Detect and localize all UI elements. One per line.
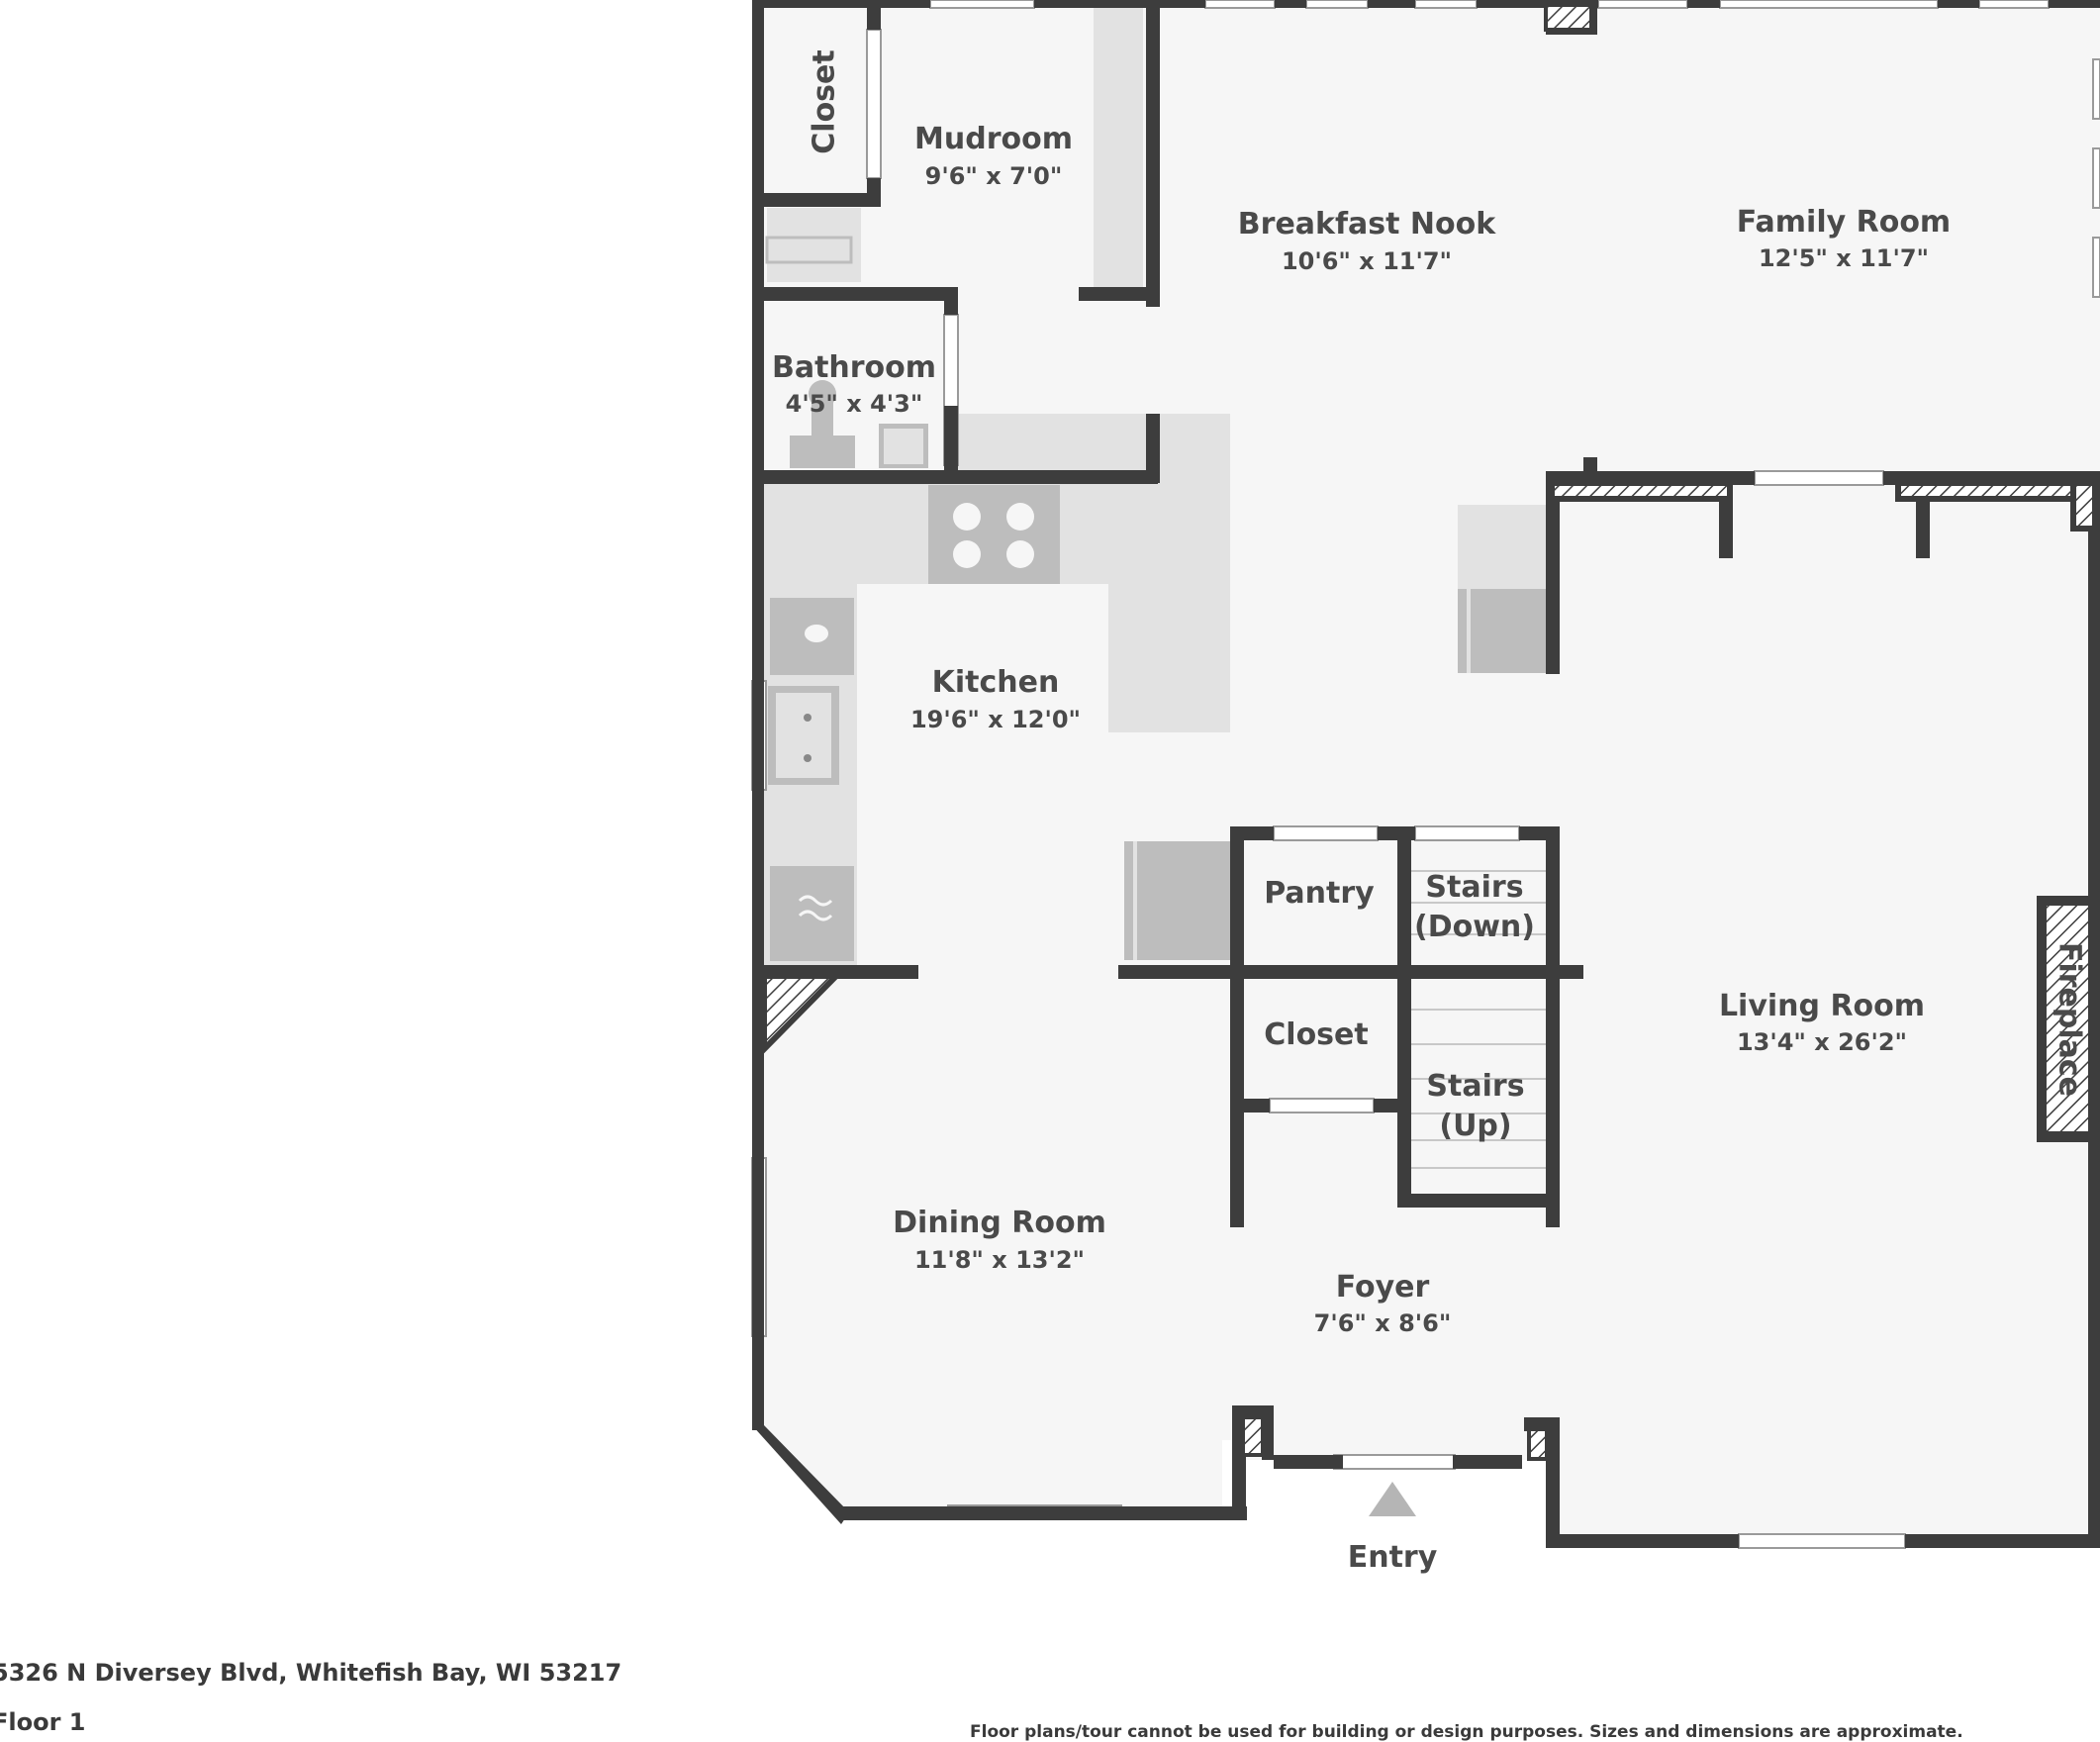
fireplace-label: Fireplace <box>2052 942 2087 1097</box>
closet-top-label: Closet <box>808 49 842 153</box>
stairs-down-sublabel: (Down) <box>1414 910 1535 944</box>
burner-icon <box>1006 503 1034 531</box>
bathroom-label: Bathroom <box>772 350 936 385</box>
kitchen-label: Kitchen <box>932 665 1060 700</box>
entry-label: Entry <box>1348 1540 1438 1575</box>
stove <box>928 485 1060 584</box>
family-room-dims: 12'5" x 11'7" <box>1759 244 1929 272</box>
refrigerator <box>1458 589 1549 673</box>
breakfast-nook-label: Breakfast Nook <box>1238 207 1496 242</box>
burner-icon <box>1006 540 1034 568</box>
kitchen-appliances <box>768 485 1549 961</box>
refrigerator <box>1124 841 1230 960</box>
disclaimer-text: Floor plans/tour cannot be used for buil… <box>970 1722 1963 1742</box>
stairs-up-sublabel: (Up) <box>1439 1109 1511 1143</box>
dining-room-dims: 11'8" x 13'2" <box>914 1246 1085 1274</box>
burner-icon <box>953 540 981 568</box>
stair-treads <box>1411 870 1546 1169</box>
living-room-label: Living Room <box>1719 989 1925 1023</box>
dining-room-label: Dining Room <box>893 1206 1106 1240</box>
stairs-down-label: Stairs <box>1425 870 1523 905</box>
room-labels: Closet Mudroom 9'6" x 7'0" Breakfast Noo… <box>772 49 2087 1575</box>
floor-label: Floor 1 <box>0 1708 86 1736</box>
foyer-label: Foyer <box>1336 1270 1430 1305</box>
mudroom-label: Mudroom <box>914 122 1073 156</box>
living-room-dims: 13'4" x 26'2" <box>1737 1028 1907 1056</box>
toilet-icon <box>790 436 855 468</box>
bathroom-fixtures <box>765 208 928 468</box>
floor-area <box>757 0 2100 1544</box>
property-address: 5326 N Diversey Blvd, Whitefish Bay, WI … <box>0 1659 622 1687</box>
hatched-walls <box>761 3 2098 1461</box>
pantry-label: Pantry <box>1264 876 1375 911</box>
closet-mid-label: Closet <box>1264 1017 1368 1052</box>
kitchen-dims: 19'6" x 12'0" <box>910 706 1081 733</box>
burner-icon <box>953 503 981 531</box>
fireplace <box>2037 896 2098 1141</box>
foyer-dims: 7'6" x 8'6" <box>1314 1309 1452 1337</box>
entry-arrow-icon <box>1369 1482 1416 1516</box>
mudroom-dims: 9'6" x 7'0" <box>925 162 1063 190</box>
bathroom-dims: 4'5" x 4'3" <box>786 390 923 418</box>
family-room-label: Family Room <box>1737 205 1951 240</box>
stairs-up-label: Stairs <box>1426 1069 1524 1104</box>
breakfast-nook-dims: 10'6" x 11'7" <box>1282 247 1452 275</box>
tub <box>767 208 861 282</box>
